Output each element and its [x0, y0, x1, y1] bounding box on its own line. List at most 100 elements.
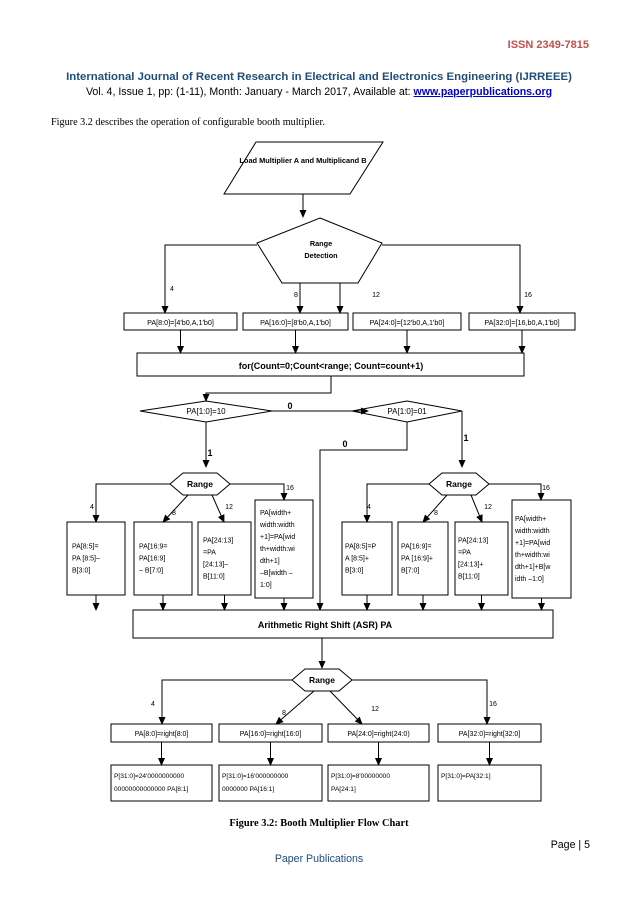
- load-label: Load Multiplier A and Multiplicand B: [239, 156, 366, 165]
- sub-label-1-line-1: PA[8:5]=: [72, 544, 99, 551]
- sub-label-2-line-1: PA[16:9=: [139, 544, 167, 551]
- sub-label-4-line-7: 1:0]: [260, 582, 272, 589]
- cond-right-label: PA[1:0]=01: [387, 407, 427, 416]
- add-label-2-line-1: PA[16:9]=: [401, 544, 431, 551]
- sub-label-4-line-3: +1]=PA[wid: [260, 534, 295, 541]
- cond-left-one-label: 1: [207, 448, 212, 458]
- sub-label-4-line-2: width:width: [259, 522, 295, 529]
- cond-left-label: PA[1:0]=10: [186, 407, 226, 416]
- page-number: Page | 5: [550, 839, 590, 851]
- pa-init-label-1: PA[8:0]=[4'b0,A,1'b0]: [147, 318, 214, 327]
- output-box-4: [437, 764, 542, 802]
- output-label-3-line-2: PA[24:1]: [331, 786, 356, 793]
- sub-label-2-line-2: PA[16:9]: [139, 556, 165, 563]
- sub-label-4-line-5: dth+1]: [260, 558, 280, 565]
- output-label-4-line-1: P[31:0]=PA[32:1]: [441, 773, 491, 780]
- sub-label-4-line-6: –B[width –: [260, 570, 293, 577]
- arrow-range-left-16: [230, 483, 288, 501]
- arrow-range-left-8: [162, 494, 189, 523]
- range-right-12-label: 12: [484, 504, 492, 511]
- final-16-label: 16: [489, 701, 497, 708]
- final-4-label: 4: [151, 701, 155, 708]
- arrow-final-16: [352, 679, 491, 725]
- sub-box-3: [197, 521, 252, 596]
- output-box-3: [327, 764, 430, 802]
- branch-12-label: 12: [372, 292, 380, 299]
- add-label-3-line-2: =PA: [458, 550, 471, 557]
- output-box-1: [110, 764, 213, 802]
- sub-label-1-line-3: B[3:0]: [72, 568, 90, 575]
- arrow-range-left-12: [211, 494, 225, 523]
- arrow-final-4: [158, 679, 292, 725]
- journal-info-text: Vol. 4, Issue 1, pp: (1-11), Month: Janu…: [85, 86, 414, 98]
- output-label-2-line-2: 0000000 PA[16:1]: [222, 786, 274, 793]
- output-box-2: [218, 764, 323, 802]
- range-right-8-label: 8: [434, 510, 438, 517]
- load-parallelogram: [223, 141, 384, 195]
- final-8-label: 8: [282, 710, 286, 717]
- sub-label-1-line-2: PA [8:5]–: [72, 556, 100, 563]
- pa-init-label-4: PA[32:0]=[16,b0,A,1'b0]: [484, 318, 559, 327]
- add-label-4-line-3: +1]=PA[wid: [515, 540, 550, 547]
- range-final-label: Range: [309, 675, 335, 685]
- range-right-16-label: 16: [542, 485, 550, 492]
- right-op-label-4: PA[32:0]=right[32:0]: [459, 731, 521, 738]
- add-label-4-line-4: th+width:wi: [515, 552, 550, 559]
- arrow-range-right-8: [422, 494, 448, 523]
- arrow-loop-to-cond: [202, 376, 332, 402]
- right-op-label-2: PA[16:0]=right[16:0]: [240, 731, 302, 738]
- add-box-4: [511, 499, 572, 599]
- output-label-1-line-2: 00000000000000 PA[8:1]: [114, 786, 188, 793]
- range-right-4-label: 4: [367, 504, 371, 511]
- range-left-16-label: 16: [286, 485, 294, 492]
- cond-left-zero-label: 0: [287, 401, 292, 411]
- add-label-4-line-6: idth –1:0]: [515, 576, 544, 583]
- output-label-2-line-1: P[31:0]=16'000000000: [222, 773, 289, 780]
- range-left-8-label: 8: [172, 510, 176, 517]
- final-12-label: 12: [371, 706, 379, 713]
- add-label-3-line-3: [24:13]+: [458, 562, 484, 569]
- branch-8-label: 8: [294, 292, 298, 299]
- pa-init-label-2: PA[16:0]=[8'b0,A,1'b0]: [260, 318, 331, 327]
- arrow-final-8: [275, 690, 315, 725]
- add-label-1-line-2: A [8:5]+: [345, 556, 369, 563]
- range-detection-pentagon: [256, 217, 383, 284]
- sub-label-4-line-4: th+width:wi: [260, 546, 295, 553]
- asr-label: Arithmetic Right Shift (ASR) PA: [258, 620, 393, 630]
- journal-url-link[interactable]: www.paperpublications.org: [413, 86, 553, 98]
- branch-16-label: 16: [524, 292, 532, 299]
- publisher-footer: Paper Publications: [274, 853, 364, 865]
- range-detection-label-line-2: Detection: [304, 251, 337, 260]
- arrow-range-right-4: [363, 483, 429, 523]
- sub-label-4-line-1: PA[width+: [260, 510, 291, 517]
- journal-info: Vol. 4, Issue 1, pp: (1-11), Month: Janu…: [0, 86, 638, 98]
- asr-box: [132, 609, 554, 639]
- loop-label: for(Count=0;Count<range; Count=count+1): [239, 361, 424, 371]
- range-right-label: Range: [446, 479, 472, 489]
- add-label-2-line-3: B[7:0]: [401, 568, 419, 575]
- add-label-4-line-2: width:width: [514, 528, 550, 535]
- cond-right-zero-label: 0: [342, 439, 347, 449]
- sub-label-3-line-3: [24:13]–: [203, 562, 228, 569]
- intro-paragraph: Figure 3.2 describes the operation of co…: [51, 117, 325, 128]
- sub-label-2-line-3: – B[7:0]: [139, 568, 163, 575]
- journal-title: International Journal of Recent Research…: [66, 71, 572, 83]
- right-op-label-1: PA[8:0]=right[8:0]: [135, 731, 189, 738]
- range-detection-label-line-1: Range: [310, 239, 332, 248]
- branch-4: [161, 244, 257, 314]
- sub-label-3-line-4: B[11:0]: [203, 574, 225, 581]
- output-label-1-line-1: P[31:0]=24'0000000000: [114, 773, 184, 780]
- add-label-4-line-1: PA[width+: [515, 516, 546, 523]
- add-label-3-line-4: B[11:0]: [458, 574, 480, 581]
- pa-init-label-3: PA[24:0]=[12'b0,A,1'b0]: [370, 318, 445, 327]
- branch-4-label: 4: [170, 286, 174, 293]
- add-box-3: [454, 521, 509, 596]
- sub-label-3-line-2: =PA: [203, 550, 216, 557]
- range-left-4-label: 4: [90, 504, 94, 511]
- add-label-2-line-2: PA [16:9]+: [401, 556, 433, 563]
- arrow-range-right-16: [489, 483, 545, 501]
- add-label-4-line-5: dth+1]+B[w: [515, 564, 551, 571]
- arrow-final-12: [329, 690, 363, 725]
- right-op-label-3: PA[24:0]=right(24:0): [347, 731, 409, 738]
